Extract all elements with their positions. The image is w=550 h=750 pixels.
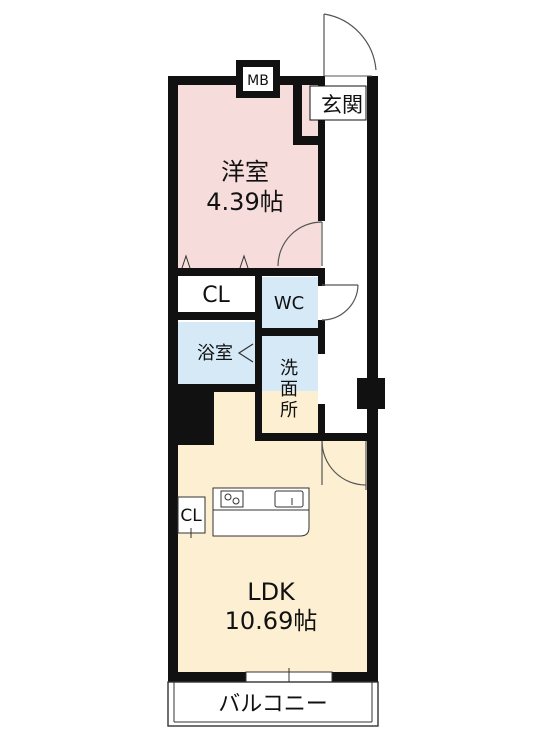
mb-label: MB <box>247 73 269 89</box>
western-room-door <box>277 221 323 267</box>
kitchen-counter <box>212 487 310 537</box>
mb-box <box>243 67 273 91</box>
washroom-label-3: 所 <box>280 400 298 421</box>
wc-door <box>321 284 359 321</box>
washroom-label-2: 面 <box>280 379 298 400</box>
entrance-area <box>309 85 367 121</box>
ldk-name: LDK <box>247 578 296 606</box>
closet-folding-door <box>181 254 249 269</box>
closet-lower-label: CL <box>180 506 202 526</box>
bathroom-door-mark <box>237 343 254 363</box>
balcony <box>167 681 379 727</box>
western-room-area: 4.39帖 <box>206 188 283 216</box>
balcony-label: バルコニー <box>218 692 328 717</box>
wc-fill <box>261 277 318 328</box>
ldk-closet <box>177 496 206 534</box>
ldk-area: 10.69帖 <box>225 607 318 635</box>
wc-label: WC <box>274 293 304 314</box>
western-room-name: 洋室 <box>221 158 269 186</box>
closet-upper-label: CL <box>202 283 230 308</box>
ldk-door <box>321 440 367 490</box>
entrance-door <box>323 13 377 76</box>
bathroom-fill <box>178 322 255 386</box>
washroom-label-1: 洗 <box>280 358 298 379</box>
walls <box>168 76 385 682</box>
stove-icon <box>220 490 244 508</box>
sink-icon <box>274 490 304 508</box>
entrance-label: 玄関 <box>321 93 363 117</box>
bathroom-label: 浴室 <box>197 343 233 364</box>
